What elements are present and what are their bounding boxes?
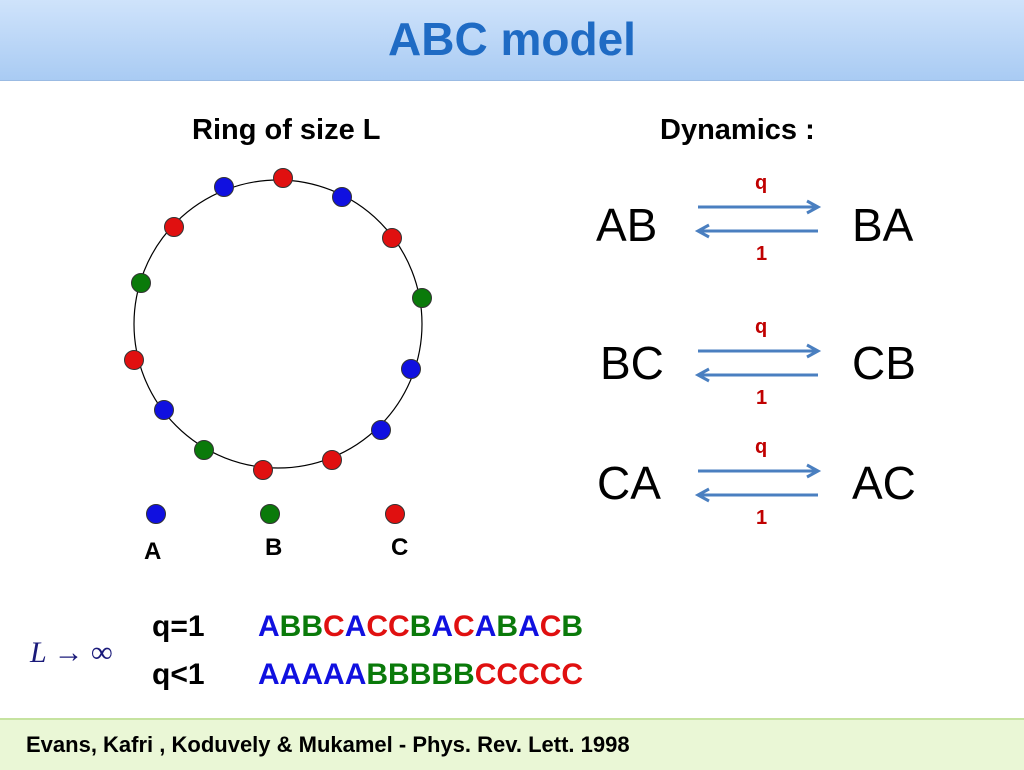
sequence-letter-b: B — [409, 610, 432, 643]
sequence-letter-b: B — [409, 658, 432, 691]
sequence-letter-b: B — [366, 658, 389, 691]
ring-particles — [124, 168, 432, 480]
sequence-letter-a: A — [258, 610, 280, 643]
reaction-2-backward-rate: 1 — [756, 387, 768, 409]
reaction-1-backward-rate: 1 — [756, 243, 768, 265]
ring-particle-b — [131, 273, 151, 293]
sequence-letter-a: A — [279, 658, 302, 691]
sequence-letter-b: B — [279, 610, 302, 643]
reaction-3-backward-arrowhead — [694, 487, 710, 503]
sequence-letter-a: A — [344, 658, 367, 691]
reaction-arrows — [694, 199, 822, 503]
sequence-letter-c: C — [388, 610, 410, 643]
sequence-letter-c: C — [561, 658, 584, 691]
sequence-letter-c: C — [539, 610, 562, 643]
reaction-2-right: CB — [852, 337, 916, 389]
example-2-sequence: AAAAABBBBBCCCCC — [258, 658, 583, 692]
ring-particle-a — [332, 187, 352, 207]
legend-dot-c — [385, 504, 405, 524]
sequence-letter-b: B — [431, 658, 454, 691]
sequence-letter-c: C — [518, 658, 540, 691]
sequence-letter-b: B — [301, 610, 324, 643]
reaction-2-forward-rate: q — [755, 316, 768, 338]
ring-particle-c — [164, 217, 184, 237]
reaction-1-forward-rate: q — [755, 172, 768, 194]
legend-label-a: A — [144, 538, 162, 565]
sequence-letter-a: A — [474, 610, 497, 643]
slide-title: ABC model — [388, 13, 636, 65]
reaction-2-forward-arrowhead — [806, 343, 822, 359]
reaction-3-forward-rate: q — [755, 436, 768, 458]
reaction-2-backward-arrowhead — [694, 367, 710, 383]
ring-particle-c — [253, 460, 273, 480]
sequence-letter-c: C — [539, 658, 562, 691]
ring-particle-c — [382, 228, 402, 248]
sequence-letter-b: B — [561, 610, 584, 643]
example-2-q: q<1 — [152, 658, 205, 691]
sequence-letter-a: A — [518, 610, 540, 643]
dynamics-label: Dynamics : — [660, 114, 815, 146]
legend-dots — [146, 504, 405, 524]
sequence-letter-a: A — [323, 658, 345, 691]
footer-bar: Evans, Kafri , Koduvely & Mukamel - Phys… — [0, 718, 1024, 770]
legend-dot-b — [260, 504, 280, 524]
ring-particle-b — [412, 288, 432, 308]
sequence-letter-a: A — [301, 658, 324, 691]
sequence-letter-c: C — [453, 610, 475, 643]
example-1-q: q=1 — [152, 610, 205, 643]
sequence-letter-c: C — [323, 610, 345, 643]
ring-particle-c — [273, 168, 293, 188]
reaction-1-left: AB — [596, 199, 658, 251]
sequence-letter-b: B — [388, 658, 410, 691]
ring-particle-a — [371, 420, 391, 440]
ring-particle-c — [322, 450, 342, 470]
reaction-3-backward-rate: 1 — [756, 507, 768, 529]
ring-particle-a — [154, 400, 174, 420]
sequence-letter-a: A — [344, 610, 367, 643]
legend-label-c: C — [391, 534, 409, 561]
ring-particle-b — [194, 440, 214, 460]
sequence-letter-b: B — [453, 658, 475, 691]
ring-label: Ring of size L — [192, 114, 381, 146]
reaction-1-backward-arrowhead — [694, 223, 710, 239]
citation: Evans, Kafri , Koduvely & Mukamel - Phys… — [26, 732, 630, 757]
reaction-1-forward-arrowhead — [806, 199, 822, 215]
title-bar — [0, 0, 1024, 81]
sequence-letter-b: B — [496, 610, 519, 643]
reaction-2-left: BC — [600, 337, 664, 389]
example-1-sequence: ABBCACCBACABACB — [258, 610, 583, 644]
reaction-3-forward-arrowhead — [806, 463, 822, 479]
ring-particle-a — [401, 359, 421, 379]
sequence-letter-a: A — [431, 610, 454, 643]
legend-dot-a — [146, 504, 166, 524]
reaction-3-right: AC — [852, 457, 916, 509]
limit-label: L → ∞ — [30, 636, 113, 669]
sequence-letter-c: C — [474, 658, 497, 691]
ring-particle-a — [214, 177, 234, 197]
reaction-3-left: CA — [597, 457, 661, 509]
sequence-letter-c: C — [496, 658, 519, 691]
ring-particle-c — [124, 350, 144, 370]
reaction-1-right: BA — [852, 199, 914, 251]
legend-label-b: B — [265, 534, 283, 561]
sequence-letter-c: C — [366, 610, 389, 643]
sequence-letter-a: A — [258, 658, 280, 691]
